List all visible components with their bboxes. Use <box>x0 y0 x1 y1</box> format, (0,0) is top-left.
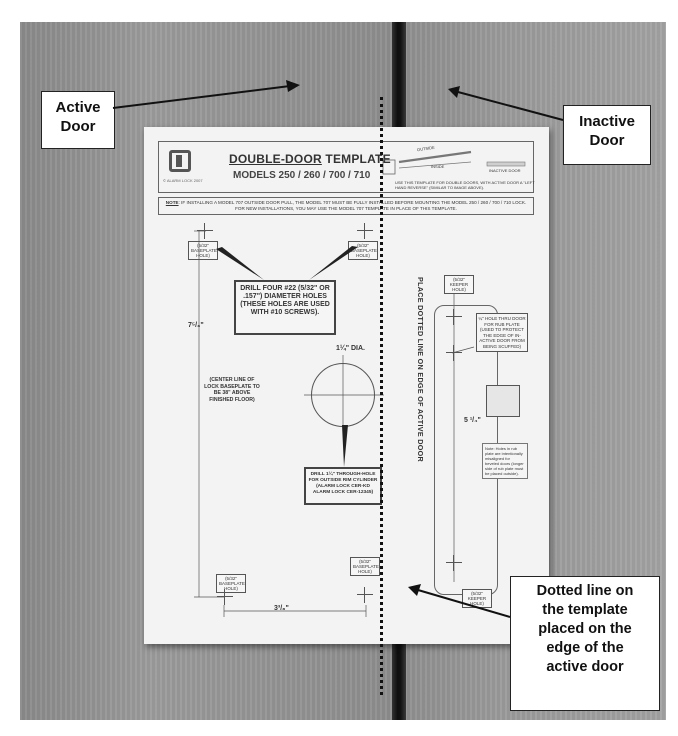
template-lines <box>194 230 475 617</box>
active-door-edge-dotted-line <box>380 97 383 695</box>
logo-caption: © ALARM LOCK 2007 <box>163 178 203 183</box>
height-dimension: 7⁵/₈" <box>188 322 204 329</box>
keeper-hole-label: (5/32" KEEPER HOLE) <box>462 589 492 608</box>
template-title: DOUBLE-DOOR TEMPLATE <box>229 152 391 166</box>
width-dimension: 3³/₈" <box>274 605 289 612</box>
rub-plate-hole-note: ¼" HOLE THRU DOOR FOR RUB PLATE (USED TO… <box>476 313 528 352</box>
keeper-dimension: 5 ¹/₄" <box>464 417 481 424</box>
template-header: © ALARM LOCK 2007 DOUBLE-DOOR TEMPLATE M… <box>158 141 535 193</box>
baseplate-hole-label: (5/32" BASEPLATE HOLE) <box>348 241 378 260</box>
door-diagram-icon <box>382 150 526 175</box>
baseplate-hole-label: (5/32" BASEPLATE HOLE) <box>216 574 246 593</box>
inactive-door-callout: Inactive Door <box>563 105 651 165</box>
keeper-hole-mark <box>446 309 462 325</box>
template-title-part1: DOUBLE-DOOR <box>229 152 322 166</box>
dotted-line-callout: Dotted line on the template placed on th… <box>510 576 660 711</box>
center-line-text: (CENTER LINE OF LOCK BASEPLATE TO BE 38"… <box>204 377 260 403</box>
double-door-template-sheet: © ALARM LOCK 2007 DOUBLE-DOOR TEMPLATE M… <box>144 127 549 644</box>
cylinder-crosshair-icon <box>304 355 384 435</box>
keeper-hole-mark <box>446 555 462 571</box>
note-text: : IF INSTALLING A MODEL 707 OUTSIDE DOOR… <box>178 200 527 211</box>
diameter-label: 1¼" DIA. <box>336 345 365 352</box>
baseplate-hole-mark <box>357 223 373 239</box>
template-models: MODELS 250 / 260 / 700 / 710 <box>233 170 371 181</box>
use-note: USE THIS TEMPLATE FOR DOUBLE DOORS, WITH… <box>395 180 535 190</box>
note-label: NOTE <box>165 200 179 205</box>
drill-through-hole-box: DRILL 1¼" THROUGH-HOLE FOR OUTSIDE RIM C… <box>304 467 382 505</box>
drill-four-holes-box: DRILL FOUR #22 (5/32" OR .157") DIAMETER… <box>234 280 336 335</box>
place-dotted-line-text: PLACE DOTTED LINE ON EDGE OF ACTIVE DOOR <box>416 277 425 463</box>
active-door-callout: Active Door <box>41 91 115 149</box>
baseplate-hole-label: (5/32" BASEPLATE HOLE) <box>350 557 380 576</box>
alarm-lock-logo-icon <box>169 150 191 172</box>
inside-label: INSIDE <box>431 164 445 169</box>
baseplate-hole-mark <box>217 589 233 605</box>
template-title-part2: TEMPLATE <box>321 152 391 166</box>
keeper-hole-label: (5/32" KEEPER HOLE) <box>444 275 474 294</box>
rub-plate-small-note: Note: Holes in rub plate are intentional… <box>482 443 528 479</box>
inactive-door-label: INACTIVE DOOR <box>489 168 521 173</box>
lock-box-diagram-icon <box>486 385 520 417</box>
baseplate-hole-mark <box>357 587 373 603</box>
baseplate-hole-label: (5/32" BASEPLATE HOLE) <box>188 241 218 260</box>
template-note: NOTE: IF INSTALLING A MODEL 707 OUTSIDE … <box>158 197 534 215</box>
rub-plate-hole-mark <box>446 345 462 361</box>
door-photo: © ALARM LOCK 2007 DOUBLE-DOOR TEMPLATE M… <box>20 22 666 720</box>
